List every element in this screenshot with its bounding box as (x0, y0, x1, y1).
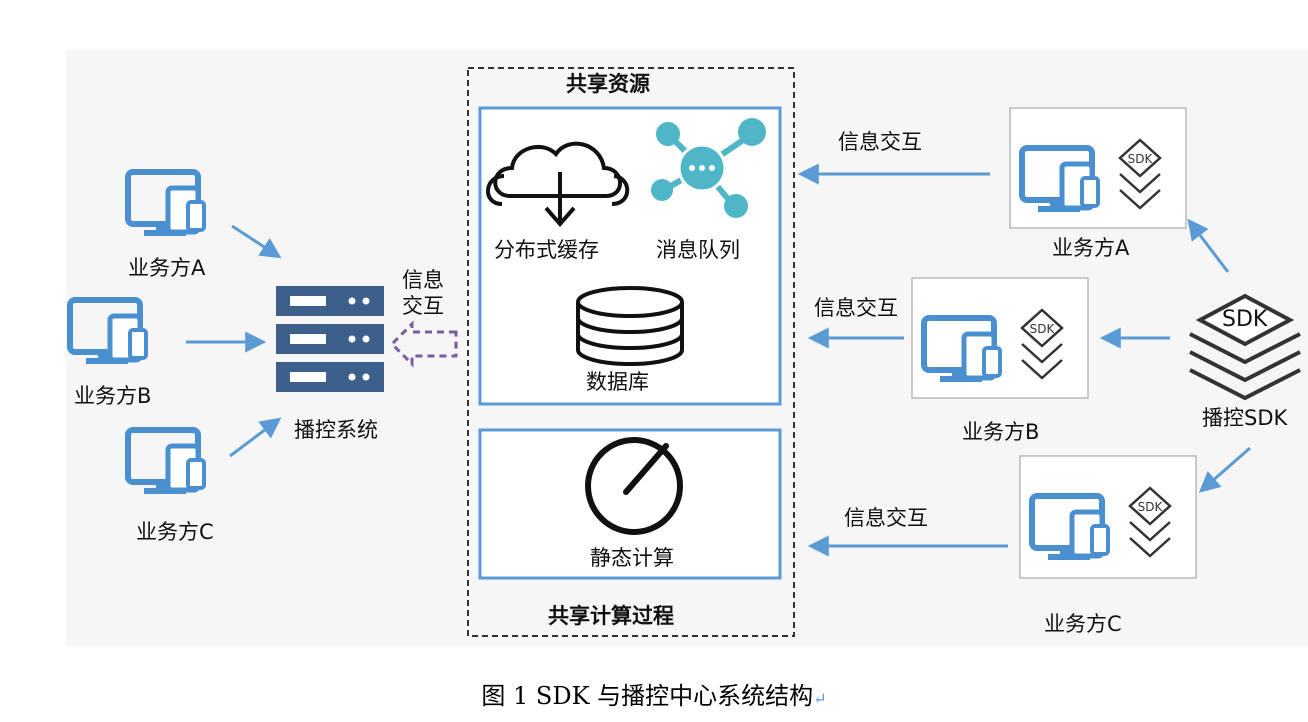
control-system-label: 播控系统 (294, 418, 378, 442)
shared-resources-title: 共享资源 (566, 72, 650, 96)
arrow-sdk-to-party-c (1198, 446, 1251, 493)
cloud-download-icon (486, 141, 630, 228)
distributed-cache-label: 分布式缓存 (494, 238, 599, 262)
arrow-left-a-to-server (231, 224, 282, 259)
sdk-big-label: SDK (1222, 307, 1268, 332)
database-icon (576, 286, 684, 366)
arrow-left-c-to-server (229, 417, 282, 458)
center-dashed-container (467, 67, 795, 637)
left-info-exchange-line2: 交互 (402, 294, 444, 318)
gauge-icon (585, 437, 683, 535)
control-sdk-icon (1189, 293, 1301, 401)
right-info-exchange-b: 信息交互 (814, 296, 898, 320)
right-info-exchange-a: 信息交互 (838, 130, 922, 154)
left-device-icon-c (128, 430, 204, 494)
right-info-exchange-c: 信息交互 (844, 506, 928, 530)
arrow-sdk-to-party-a (1187, 218, 1230, 273)
control-sdk-label: 播控SDK (1202, 406, 1288, 430)
left-party-c-label: 业务方C (136, 520, 214, 544)
return-mark: ↵ (813, 689, 827, 708)
shared-compute-box (478, 428, 782, 580)
right-party-b-label: 业务方B (962, 420, 1040, 444)
dashed-info-exchange-arrow (389, 320, 458, 368)
server-icon (276, 286, 384, 392)
right-party-box-b (911, 277, 1089, 399)
right-party-box-a (1009, 107, 1187, 229)
left-party-b-label: 业务方B (74, 384, 152, 408)
static-compute-label: 静态计算 (590, 546, 674, 570)
figure-caption: 图 1 SDK 与播控中心系统结构↵ (0, 676, 1308, 711)
message-queue-icon (651, 118, 766, 218)
right-party-c-label: 业务方C (1044, 612, 1122, 636)
left-device-icon-b (70, 300, 146, 364)
database-label: 数据库 (586, 370, 649, 394)
left-party-a-label: 业务方A (128, 256, 206, 280)
message-queue-label: 消息队列 (656, 238, 740, 262)
left-device-icon-a (128, 172, 204, 236)
left-info-exchange-line1: 信息 (402, 268, 444, 292)
shared-compute-title: 共享计算过程 (548, 604, 674, 628)
right-party-a-label: 业务方A (1052, 236, 1130, 260)
right-party-box-c (1019, 455, 1197, 579)
caption-text: 图 1 SDK 与播控中心系统结构 (481, 682, 814, 710)
